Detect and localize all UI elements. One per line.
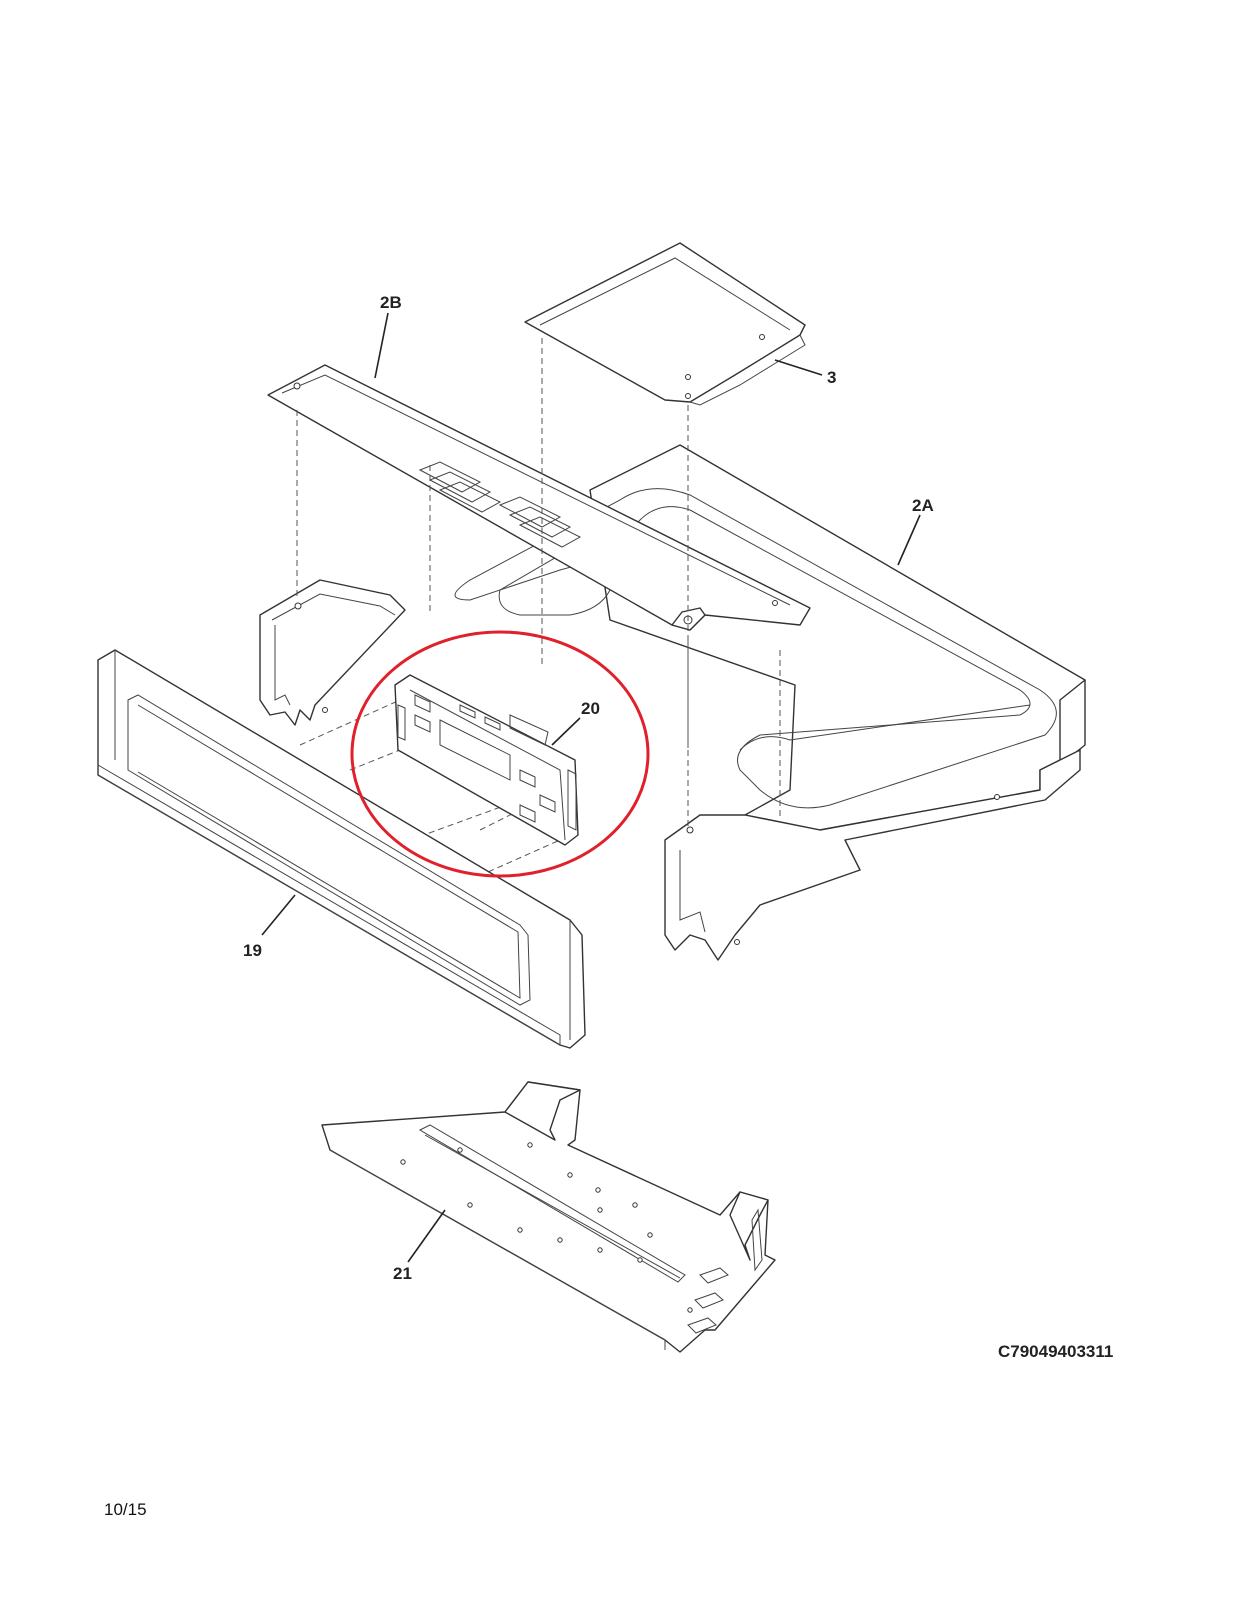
callout-2a: 2A xyxy=(912,496,934,515)
drawing-code: C79049403311 xyxy=(998,1342,1114,1361)
part-20-control-board xyxy=(394,674,579,846)
callout-20: 20 xyxy=(581,699,600,718)
part-3-cover-plate xyxy=(524,242,806,406)
part-21-mounting-tray xyxy=(321,1081,776,1353)
highlight-circle xyxy=(350,630,650,878)
vent-slots xyxy=(418,461,582,548)
part-2a-top-panel xyxy=(454,444,1086,961)
leader-lines xyxy=(261,312,921,1263)
assembly-lines xyxy=(296,338,781,881)
callout-2b: 2B xyxy=(380,293,402,312)
tray-holes xyxy=(400,1142,693,1313)
callout-3: 3 xyxy=(827,368,837,387)
part-2b-vent-trim xyxy=(267,364,811,631)
left-side-bracket xyxy=(259,579,406,726)
callout-21: 21 xyxy=(393,1264,412,1283)
part-19-control-panel xyxy=(97,649,586,1049)
callout-19: 19 xyxy=(243,941,262,960)
page-date: 10/15 xyxy=(104,1500,147,1519)
